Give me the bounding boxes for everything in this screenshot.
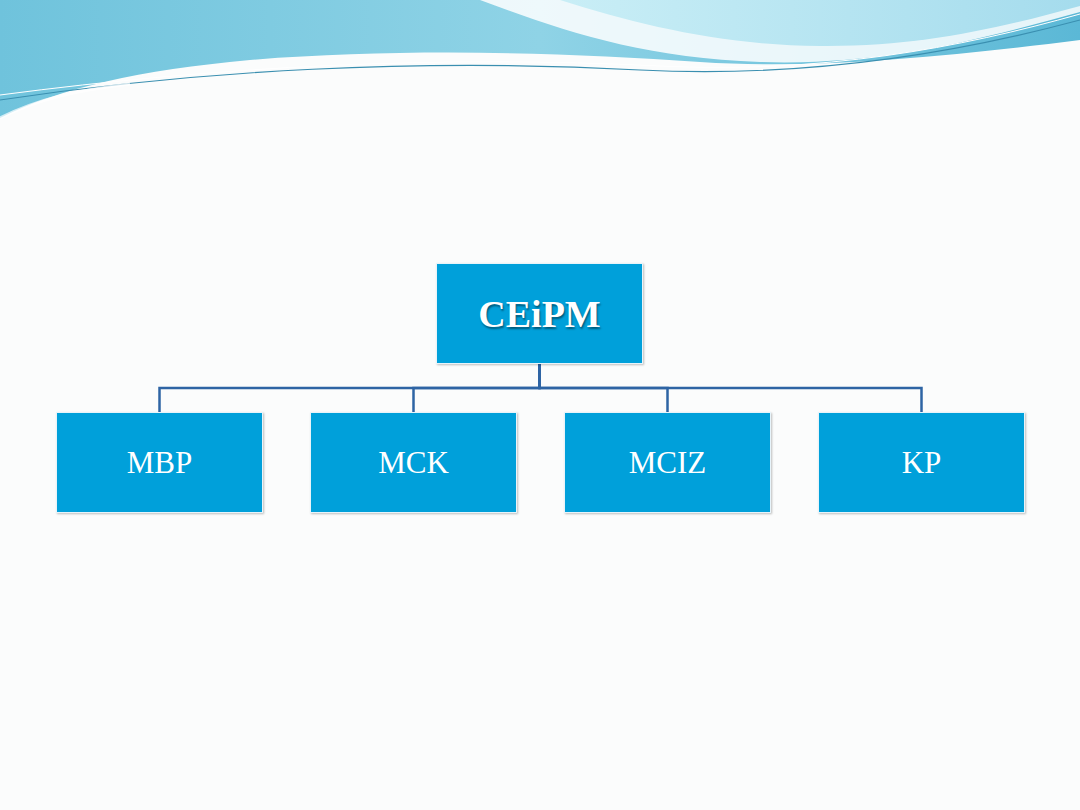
- unit-box: MBP: [56, 412, 263, 513]
- root-box: CEiPM: [436, 263, 643, 364]
- box-label: MBP: [127, 445, 192, 481]
- box-label: MCK: [378, 445, 449, 481]
- org-connector: [540, 364, 922, 412]
- box-label: KP: [902, 445, 942, 481]
- org-connector: [160, 364, 540, 412]
- unit-box: KP: [818, 412, 1025, 513]
- unit-box: MCIZ: [564, 412, 771, 513]
- unit-box: MCK: [310, 412, 517, 513]
- org-connector: [414, 364, 540, 412]
- box-label: CEiPM: [478, 292, 600, 336]
- box-label: MCIZ: [629, 445, 707, 481]
